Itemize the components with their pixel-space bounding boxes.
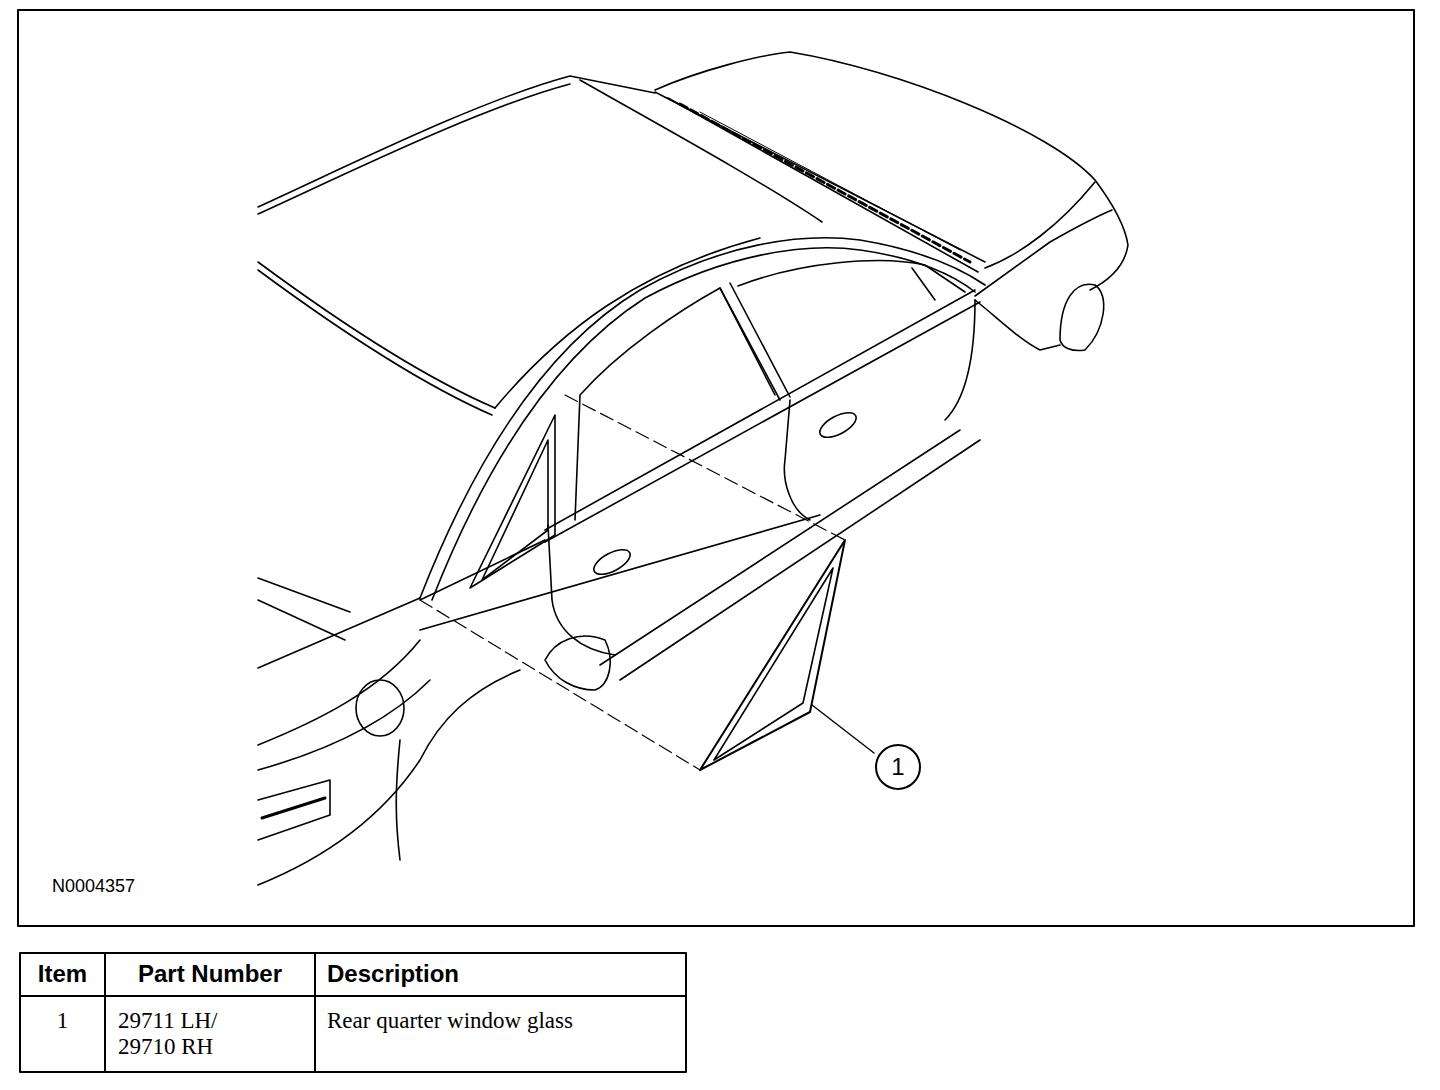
figure-id: N0004357 <box>52 876 212 897</box>
callout-circle: 1 <box>875 744 921 790</box>
table-cell: 1 <box>20 1008 105 1034</box>
table-cell: Rear quarter window glass <box>327 1008 677 1034</box>
table-cell: 29711 LH/ 29710 RH <box>118 1008 228 1061</box>
table-header: Item <box>20 960 105 988</box>
table-header: Part Number <box>105 960 315 988</box>
leader-line <box>812 705 874 753</box>
callout-number: 1 <box>891 753 904 781</box>
frame <box>18 10 1414 926</box>
table-header: Description <box>327 960 677 988</box>
